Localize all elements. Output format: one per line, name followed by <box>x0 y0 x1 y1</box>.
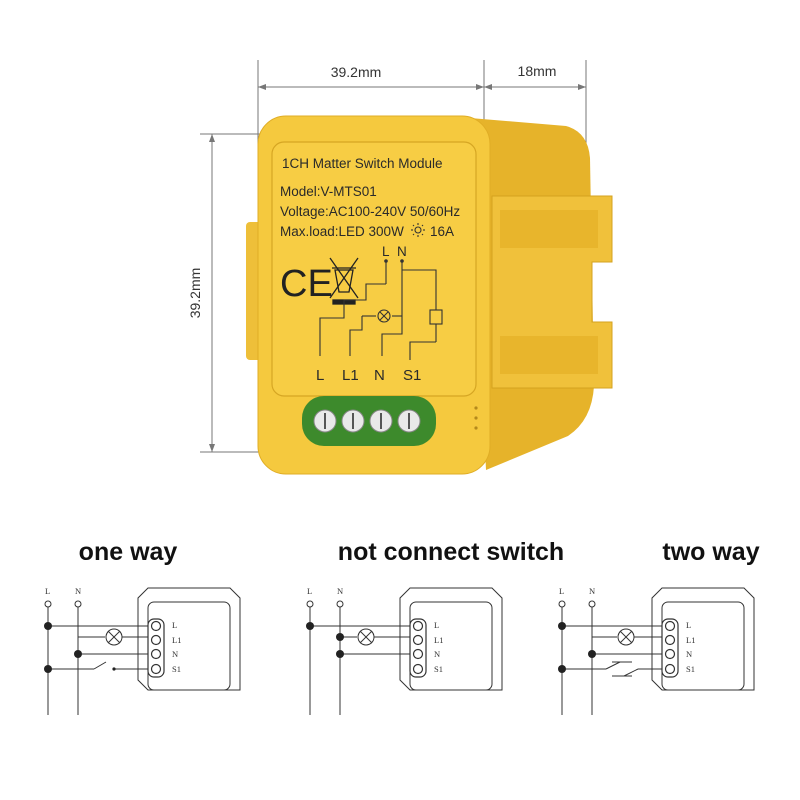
maxload-text: Max.load:LED 300W <box>280 224 404 239</box>
terminal-label-l1: L1 <box>342 367 359 384</box>
terminal-label-l: L <box>316 367 324 384</box>
maxload-current-text: 16A <box>430 224 454 239</box>
svg-text:N: N <box>589 586 595 596</box>
svg-text:N: N <box>686 649 692 659</box>
svg-text:L: L <box>434 620 439 630</box>
svg-text:L1: L1 <box>434 635 443 645</box>
dimension-lines <box>200 60 587 453</box>
ce-mark: CE <box>280 263 333 305</box>
internal-wiring-symbol <box>319 261 443 360</box>
svg-text:L1: L1 <box>686 635 695 645</box>
weee-bin-icon <box>329 257 359 305</box>
terminal-label-s1: S1 <box>403 367 421 384</box>
terminal-label-n: N <box>374 367 385 384</box>
wiring-diagram-two-way: L N L L1 N S1 <box>558 586 755 715</box>
svg-text:S1: S1 <box>686 664 695 674</box>
terminal-block <box>302 396 436 446</box>
model-text: Model:V-MTS01 <box>280 184 377 199</box>
top-terminal-label-l: L <box>382 244 390 259</box>
svg-text:N: N <box>337 586 343 596</box>
top-terminal-label-n: N <box>397 244 407 259</box>
svg-text:L: L <box>307 586 312 596</box>
terminal-screws <box>313 409 421 433</box>
height-dimension-label: 39.2mm <box>187 268 203 319</box>
caption-one-way: one way <box>79 538 178 566</box>
light-bulb-icon <box>411 223 425 237</box>
svg-text:L1: L1 <box>172 635 181 645</box>
wiring-diagram-one-way: L N L L1 N S1 <box>44 586 241 715</box>
voltage-text: Voltage:AC100-240V 50/60Hz <box>280 204 460 219</box>
width-dimension-label: 39.2mm <box>331 64 382 80</box>
switch-module: 1CH Matter Switch Module Model:V-MTS01 V… <box>246 115 613 475</box>
caption-not-connect-switch: not connect switch <box>338 538 564 566</box>
svg-text:S1: S1 <box>434 664 443 674</box>
caption-two-way: two way <box>662 538 759 566</box>
svg-text:N: N <box>172 649 178 659</box>
svg-text:L: L <box>559 586 564 596</box>
svg-text:L: L <box>686 620 691 630</box>
svg-text:N: N <box>434 649 440 659</box>
svg-text:S1: S1 <box>172 664 181 674</box>
svg-text:L: L <box>45 586 50 596</box>
svg-text:L: L <box>172 620 177 630</box>
module-title: 1CH Matter Switch Module <box>282 156 443 171</box>
wiring-diagram-not-connect-switch: L N L L1 N S1 <box>306 586 503 715</box>
depth-dimension-label: 18mm <box>518 63 557 79</box>
svg-text:N: N <box>75 586 81 596</box>
